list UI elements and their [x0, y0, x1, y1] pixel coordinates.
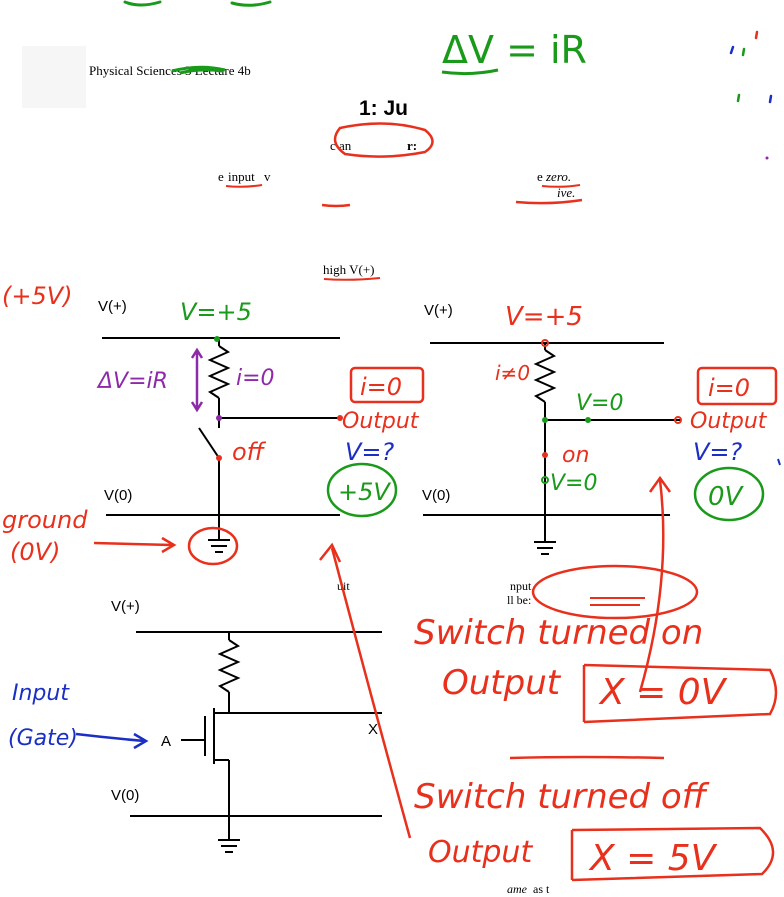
x5v-annotation: X = 5V	[588, 838, 718, 879]
slide-header: Physical Sciences 3 Lecture 4b	[89, 63, 251, 78]
left-5v-circle	[326, 462, 398, 518]
left-i-annotation: i=0	[236, 366, 275, 391]
left-node-dot-out	[337, 415, 343, 421]
red-circle-title	[333, 122, 434, 158]
left-v-plus5-annotation: V=+5	[180, 298, 252, 326]
input-annotation: Input	[12, 681, 70, 706]
top-green-scribble	[123, 0, 272, 7]
switch-on-annotation: Switch turned on	[414, 613, 703, 653]
x5v-box	[570, 826, 775, 882]
left-vq-annotation: V=?	[345, 438, 395, 466]
right-node-dot-out	[674, 416, 682, 424]
input-arrow	[75, 732, 149, 750]
right-v0b-annotation: V=0	[550, 471, 597, 496]
red-arrowhead-right	[648, 475, 672, 493]
right-node-dot-mid2	[585, 417, 591, 423]
high-v-underline	[323, 277, 381, 281]
text-fragment-zero: zero.	[545, 169, 571, 184]
left-output-annotation: Output	[342, 409, 420, 434]
corner-marks	[729, 30, 773, 160]
right-blue-tick	[777, 458, 781, 466]
red-arrowhead-left	[319, 542, 342, 563]
left-node-dot-mid	[216, 415, 222, 421]
text-fragment-input: input	[228, 169, 255, 184]
right-0v-annotation: 0V	[708, 482, 745, 512]
output-x0-annotation: Output	[442, 663, 562, 703]
red-arrow-to-right	[638, 479, 665, 693]
left-off-annotation: off	[232, 438, 267, 466]
ground-annotation: ground	[2, 506, 88, 534]
red-arrow-to-left	[330, 547, 412, 839]
left-vzero-label: V(0)	[104, 487, 132, 504]
plus5v-annotation: (+5V)	[2, 282, 73, 310]
left-5v-annotation: +5V	[338, 478, 391, 506]
right-circuit	[423, 342, 680, 555]
right-node-dot-v0	[541, 476, 549, 484]
right-v-plus5-annotation: V=+5	[505, 302, 583, 332]
text-fragment-llbe: ll be:	[507, 593, 531, 607]
output-x5-annotation: Output	[428, 835, 533, 870]
right-output-annotation: Output	[690, 409, 768, 434]
text-fragment-nput: nput	[510, 579, 532, 593]
text-fragment-v: v	[264, 169, 271, 184]
text-fragment-e: e	[218, 169, 224, 184]
ground-arrow	[93, 536, 177, 554]
high-v-label: high V(+)	[323, 262, 375, 277]
left-circuit	[102, 337, 342, 553]
right-vplus-label: V(+)	[424, 302, 453, 319]
text-fragment-e2: e	[537, 169, 543, 184]
left-i-box	[349, 366, 425, 404]
text-fragment-ive: ive.	[557, 185, 575, 200]
text-fragment-ame: ame	[507, 882, 528, 896]
left-dv-arrow	[190, 347, 204, 413]
red-underline-output	[590, 597, 645, 606]
gate-annotation: (Gate)	[8, 726, 78, 751]
ground-0v-annotation: (0V)	[10, 538, 60, 566]
formula-underline	[441, 68, 499, 76]
right-vq-annotation: V=?	[693, 438, 743, 466]
right-node-dot-top	[541, 339, 549, 347]
left-node-dot-top	[214, 336, 220, 342]
right-0v-circle	[693, 466, 765, 522]
x0v-annotation: X = 0V	[598, 672, 728, 713]
slide-title: 1: Ju	[359, 97, 408, 120]
right-ineq-annotation: i≠0	[495, 361, 530, 385]
text-fragment-as-t: as t	[533, 882, 550, 896]
right-v0-annotation: V=0	[576, 391, 623, 416]
right-i-box	[696, 366, 778, 406]
ive-underline	[515, 198, 583, 205]
input-underline	[225, 184, 263, 188]
right-node-dot-on	[542, 452, 548, 458]
left-i-box-text: i=0	[360, 373, 402, 401]
switch-off-annotation: Switch turned off	[414, 777, 710, 817]
output-x-label: X	[368, 721, 378, 738]
bottom-vzero-label: V(0)	[111, 787, 139, 804]
right-i-box-text: i=0	[708, 374, 750, 402]
formula-annotation: ΔV = iR	[442, 28, 587, 72]
zero-underline	[541, 184, 581, 188]
header-strike	[171, 65, 226, 75]
left-vplus-label: V(+)	[98, 298, 127, 315]
right-on-annotation: on	[562, 443, 589, 468]
red-line-mid	[509, 755, 665, 760]
bottom-vplus-label: V(+)	[111, 598, 140, 615]
logo-placeholder	[22, 46, 86, 108]
left-dv-annotation: ΔV=iR	[96, 369, 168, 394]
left-node-dot-switch	[216, 455, 222, 461]
gate-label: A	[161, 733, 171, 750]
ground-circle	[187, 526, 239, 566]
text-fragment-r: r:	[407, 138, 417, 153]
bottom-circuit	[130, 631, 382, 853]
right-node-dot-mid	[542, 417, 548, 423]
x0v-box	[582, 663, 778, 724]
right-vzero-label: V(0)	[422, 487, 450, 504]
red-dash	[321, 203, 351, 208]
red-oval-output	[531, 564, 699, 620]
